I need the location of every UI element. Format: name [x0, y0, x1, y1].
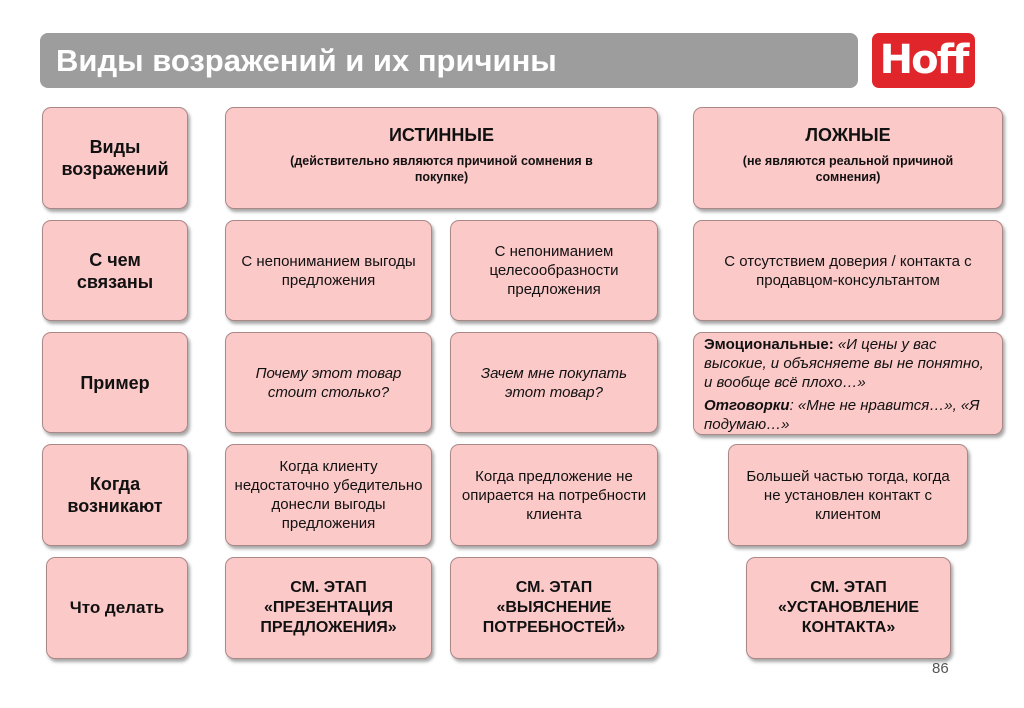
related-cell: С непониманием выгоды предложения [225, 220, 432, 321]
false-title: ЛОЖНЫЕ [805, 125, 891, 145]
when-cell: Большей частью тогда, когда не установле… [728, 444, 968, 546]
slide-title: Виды возражений и их причины [40, 33, 858, 88]
todo-cell: СМ. ЭТАП «ПРЕЗЕНТАЦИЯ ПРЕДЛОЖЕНИЯ» [225, 557, 432, 659]
false-objections-header: ЛОЖНЫЕ (не являются реальной причиной со… [693, 107, 1003, 209]
hoff-logo: Hoff [872, 33, 975, 88]
true-objections-header: ИСТИННЫЕ (действительно являются причино… [225, 107, 658, 209]
row-label-when: Когда возникают [42, 444, 188, 546]
when-cell: Когда клиенту недостаточно убедительно д… [225, 444, 432, 546]
row-label-example: Пример [42, 332, 188, 433]
true-title: ИСТИННЫЕ [388, 125, 495, 145]
when-cell: Когда предложение не опирается на потреб… [450, 444, 658, 546]
todo-cell: СМ. ЭТАП «УСТАНОВЛЕНИЕ КОНТАКТА» [746, 557, 951, 659]
example-cell-false: Эмоциональные: «И цены у вас высокие, и … [693, 332, 1003, 435]
example-cell: Почему этот товар стоит столько? [225, 332, 432, 433]
row-label-related: С чем связаны [42, 220, 188, 321]
example-cell: Зачем мне покупать этот товар? [450, 332, 658, 433]
false-subtitle: (не являются реальной причиной сомнения) [742, 154, 954, 184]
page-number: 86 [932, 660, 949, 677]
related-cell: С отсутствием доверия / контакта с прода… [693, 220, 1003, 321]
excuses-text: : «Мне не нравится…», «Я подумаю…» [704, 397, 980, 433]
emotional-text: «И цены у вас высокие, и объясняете вы н… [704, 336, 984, 391]
emotional-label: Эмоциональные: [704, 336, 834, 353]
true-subtitle: (действительно являются причиной сомнени… [290, 154, 593, 184]
excuses-label: Отговорки [704, 397, 790, 414]
row-label-types: Виды возражений [42, 107, 188, 209]
related-cell: С непониманием целесообразности предложе… [450, 220, 658, 321]
todo-cell: СМ. ЭТАП «ВЫЯСНЕНИЕ ПОТРЕБНОСТЕЙ» [450, 557, 658, 659]
row-label-todo: Что делать [46, 557, 188, 659]
